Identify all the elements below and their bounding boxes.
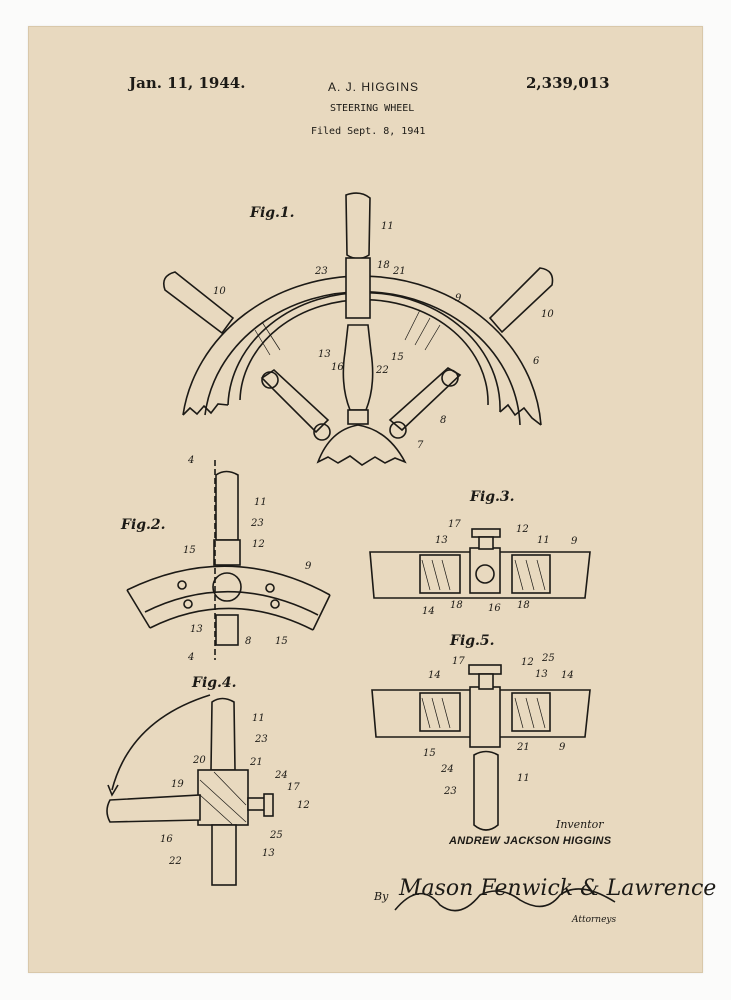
fig1-wheel-drawing	[162, 192, 554, 466]
fig1-ref-10-right: 10	[541, 309, 554, 320]
fig2-ref-4-bottom: 4	[188, 652, 195, 663]
fig1-ref-6: 6	[533, 356, 540, 367]
fig5-drawing	[371, 664, 591, 831]
signature-flourish	[394, 888, 616, 912]
fig1-ref-23: 23	[315, 266, 328, 277]
fig3-ref-13: 13	[435, 535, 448, 546]
fig5-ref-24: 24	[441, 764, 454, 775]
fig5-ref-14-left: 14	[428, 670, 441, 681]
fig3-ref-14: 14	[422, 606, 435, 617]
fig5-ref-21: 21	[517, 742, 530, 753]
fig5-ref-23: 23	[444, 786, 457, 797]
fig1-ref-8: 8	[440, 415, 447, 426]
fig2-title: Fig.2.	[121, 517, 166, 533]
fig4-ref-16: 16	[160, 834, 173, 845]
fig3-title: Fig.3.	[470, 489, 515, 505]
fig5-ref-13: 13	[535, 669, 548, 680]
fig2-ref-23: 23	[251, 518, 264, 529]
patent-subject: STEERING WHEEL	[330, 103, 415, 114]
fig1-ref-22: 22	[376, 365, 389, 376]
fig2-ref-8: 8	[245, 636, 252, 647]
fig5-ref-11: 11	[517, 773, 530, 784]
fig5-ref-14-right: 14	[561, 670, 574, 681]
fig2-ref-15-bottom: 15	[275, 636, 288, 647]
fig2-ref-11: 11	[254, 497, 267, 508]
fig4-ref-13: 13	[262, 848, 275, 859]
fig1-ref-16: 16	[331, 362, 344, 373]
fig1-title: Fig.1.	[250, 205, 295, 221]
fig3-ref-12: 12	[516, 524, 529, 535]
attorneys-label: Attorneys	[572, 915, 617, 925]
fig4-drawing	[106, 694, 274, 886]
fig5-ref-15: 15	[423, 748, 436, 759]
fig1-ref-7: 7	[417, 440, 424, 451]
fig2-ref-9: 9	[305, 561, 312, 572]
fig5-ref-25: 25	[542, 653, 555, 664]
fig5-title: Fig.5.	[450, 633, 495, 649]
fig5-ref-12: 12	[521, 657, 534, 668]
filed-date: Filed Sept. 8, 1941	[311, 126, 426, 137]
fig5-ref-17: 17	[452, 656, 465, 667]
fig4-ref-23: 23	[255, 734, 268, 745]
fig1-ref-11: 11	[381, 221, 394, 232]
fig1-ref-21: 21	[393, 266, 406, 277]
fig3-ref-17: 17	[448, 519, 461, 530]
fig4-ref-20: 20	[193, 755, 206, 766]
fig1-ref-15: 15	[391, 352, 404, 363]
fig4-ref-11: 11	[252, 713, 265, 724]
fig2-ref-12: 12	[252, 539, 265, 550]
inventor-full-name: ANDREW JACKSON HIGGINS	[449, 835, 612, 847]
inventor-name: A. J. HIGGINS	[328, 80, 420, 94]
fig3-ref-11: 11	[537, 535, 550, 546]
fig3-ref-18-right: 18	[517, 600, 530, 611]
fig1-ref-13: 13	[318, 349, 331, 360]
fig4-ref-24: 24	[275, 770, 288, 781]
fig4-ref-22: 22	[169, 856, 182, 867]
patent-number: 2,339,013	[526, 74, 610, 92]
fig2-drawing	[126, 460, 331, 660]
fig3-ref-9: 9	[571, 536, 578, 547]
fig4-title: Fig.4.	[192, 675, 237, 691]
fig4-ref-12: 12	[297, 800, 310, 811]
fig5-ref-9: 9	[559, 742, 566, 753]
attorney-signature: Mason Fenwick & Lawrence	[399, 876, 717, 901]
fig3-ref-18-left: 18	[450, 600, 463, 611]
fig1-ref-10-left: 10	[213, 286, 226, 297]
fig1-ref-18: 18	[377, 260, 390, 271]
fig3-drawing	[369, 528, 591, 599]
fig2-ref-13: 13	[190, 624, 203, 635]
fig4-ref-21: 21	[250, 757, 263, 768]
fig3-ref-16: 16	[488, 603, 501, 614]
fig4-ref-17: 17	[287, 782, 300, 793]
fig4-ref-19: 19	[171, 779, 184, 790]
patent-date: Jan. 11, 1944.	[129, 74, 246, 92]
fig1-ref-9: 9	[455, 293, 462, 304]
fig2-ref-4-top: 4	[188, 455, 195, 466]
fig4-ref-25: 25	[270, 830, 283, 841]
fig2-ref-15-top: 15	[183, 545, 196, 556]
inventor-label: Inventor	[556, 818, 604, 831]
by-label: By	[374, 890, 389, 903]
